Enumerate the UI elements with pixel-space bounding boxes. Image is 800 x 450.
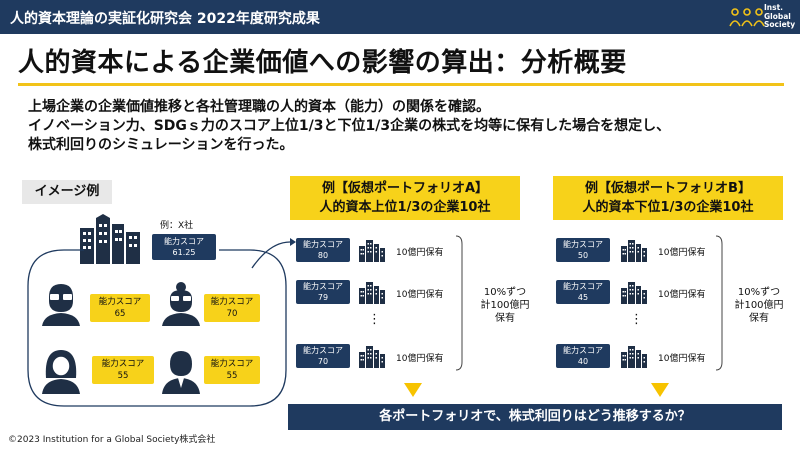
example-tag: イメージ例 — [22, 180, 112, 204]
slide-title: 人的資本による企業価値への影響の算出：分析概要 — [18, 48, 627, 78]
ellipsis: ⋮ — [368, 312, 381, 327]
logo-line: Inst. — [764, 3, 784, 12]
stock-score-box: 能力スコア 70 — [296, 344, 350, 368]
employees-frame — [27, 249, 287, 407]
summary-line: 計100億円 — [480, 300, 530, 311]
company-building-icon — [621, 240, 647, 262]
person-score-box: 能力スコア 55 — [92, 356, 154, 384]
portfolio-a-subtitle: 人的資本上位1/3の企業10社 — [319, 200, 491, 215]
company-building-icon — [359, 346, 385, 368]
company-building-icon — [621, 282, 647, 304]
company-score-box: 能力スコア 61.25 — [152, 234, 216, 260]
portfolio-b-summary: 10%ずつ 計100億円 保有 — [726, 286, 792, 325]
holding-amount: 10億円保有 — [396, 248, 444, 258]
portfolio-b-header: 例【仮想ポートフォリオB】 人的資本下位1/3の企業10社 — [553, 176, 783, 220]
holding-amount: 10億円保有 — [396, 290, 444, 300]
summary-line: 計100億円 — [734, 300, 784, 311]
stock-score-value: 50 — [577, 251, 589, 260]
company-building-icon — [359, 240, 385, 262]
logo-line: Society — [764, 20, 796, 29]
portfolio-b-title: 例【仮想ポートフォリオB】 — [585, 181, 751, 196]
stock-score-label: 能力スコア — [303, 346, 343, 355]
person-score-value: 55 — [117, 371, 129, 381]
person-score-box: 能力スコア 70 — [204, 294, 260, 322]
stock-score-value: 45 — [577, 293, 589, 302]
stock-score-value: 79 — [317, 293, 329, 302]
stock-score-label: 能力スコア — [563, 240, 603, 249]
portfolio-a-summary: 10%ずつ 計100億円 保有 — [470, 286, 540, 325]
stock-score-value: 40 — [577, 357, 589, 366]
ellipsis: ⋮ — [630, 312, 643, 327]
male-suit-icon — [162, 351, 200, 394]
header-bar — [0, 0, 800, 34]
stock-score-box: 能力スコア 79 — [296, 280, 350, 304]
stock-score-label: 能力スコア — [303, 282, 343, 291]
stock-score-label: 能力スコア — [303, 240, 343, 249]
conclusion-banner: 各ポートフォリオで、株式利回りはどう推移するか？ — [288, 404, 782, 430]
company-building-icon — [621, 346, 647, 368]
person-score-label: 能力スコア — [98, 297, 142, 307]
portfolio-b-subtitle: 人的資本下位1/3の企業10社 — [582, 200, 754, 215]
female-long-hair-icon — [42, 350, 80, 394]
arrow-to-portfolio-icon — [251, 238, 296, 269]
down-arrow-icon — [404, 383, 422, 397]
person-score-box: 能力スコア 65 — [90, 294, 150, 322]
logo-line: Global — [764, 11, 791, 21]
male-glasses-icon — [42, 284, 80, 326]
description-line: イノベーション力、SDGｓ力のスコア上位1/3と下位1/3企業の株式を均等に保有… — [28, 118, 671, 134]
header-title: 人的資本理論の実証化研究会 2022年度研究成果 — [10, 11, 320, 27]
person-score-label: 能力スコア — [101, 359, 145, 369]
stock-score-box: 能力スコア 80 — [296, 238, 350, 262]
holding-amount: 10億円保有 — [658, 248, 706, 258]
company-building-icon — [80, 214, 140, 264]
logo-text: Inst. Global Society — [764, 3, 796, 30]
summary-line: 10%ずつ — [483, 287, 527, 298]
holding-amount: 10億円保有 — [658, 354, 706, 364]
stock-score-box: 能力スコア 45 — [556, 280, 610, 304]
company-building-icon — [359, 282, 385, 304]
person-score-value: 70 — [226, 309, 238, 319]
summary-line: 保有 — [749, 313, 769, 324]
description-line: 上場企業の企業価値推移と各社管理職の人的資本（能力）の関係を確認。 — [28, 99, 490, 115]
summary-line: 保有 — [495, 313, 515, 324]
down-arrow-icon — [651, 383, 669, 397]
company-score-label: 能力スコア — [164, 237, 204, 246]
stock-score-box: 能力スコア 40 — [556, 344, 610, 368]
company-label: 例：X社 — [160, 221, 194, 231]
bracket — [455, 235, 463, 371]
stock-score-value: 70 — [317, 357, 329, 366]
holding-amount: 10億円保有 — [396, 354, 444, 364]
person-score-box: 能力スコア 55 — [204, 356, 260, 384]
stock-score-value: 80 — [317, 251, 329, 260]
bracket — [715, 235, 723, 371]
igs-logo-icon — [729, 8, 765, 27]
portfolio-a-title: 例【仮想ポートフォリオA】 — [321, 181, 489, 196]
portfolio-a-header: 例【仮想ポートフォリオA】 人的資本上位1/3の企業10社 — [290, 176, 520, 220]
company-score-value: 61.25 — [172, 248, 196, 257]
title-underline — [18, 83, 784, 86]
description-line: 株式利回りのシミュレーションを行った。 — [28, 137, 294, 153]
slide-description: 上場企業の企業価値推移と各社管理職の人的資本（能力）の関係を確認。 イノベーショ… — [28, 98, 670, 155]
person-score-label: 能力スコア — [210, 297, 254, 307]
copyright-footer: ©2023 Institution for a Global Society株式… — [8, 435, 216, 445]
summary-line: 10%ずつ — [737, 287, 781, 298]
holding-amount: 10億円保有 — [658, 290, 706, 300]
person-score-value: 65 — [114, 309, 126, 319]
female-bun-icon — [162, 282, 200, 326]
stock-score-label: 能力スコア — [563, 346, 603, 355]
person-score-label: 能力スコア — [210, 359, 254, 369]
stock-score-box: 能力スコア 50 — [556, 238, 610, 262]
stock-score-label: 能力スコア — [563, 282, 603, 291]
person-score-value: 55 — [226, 371, 238, 381]
